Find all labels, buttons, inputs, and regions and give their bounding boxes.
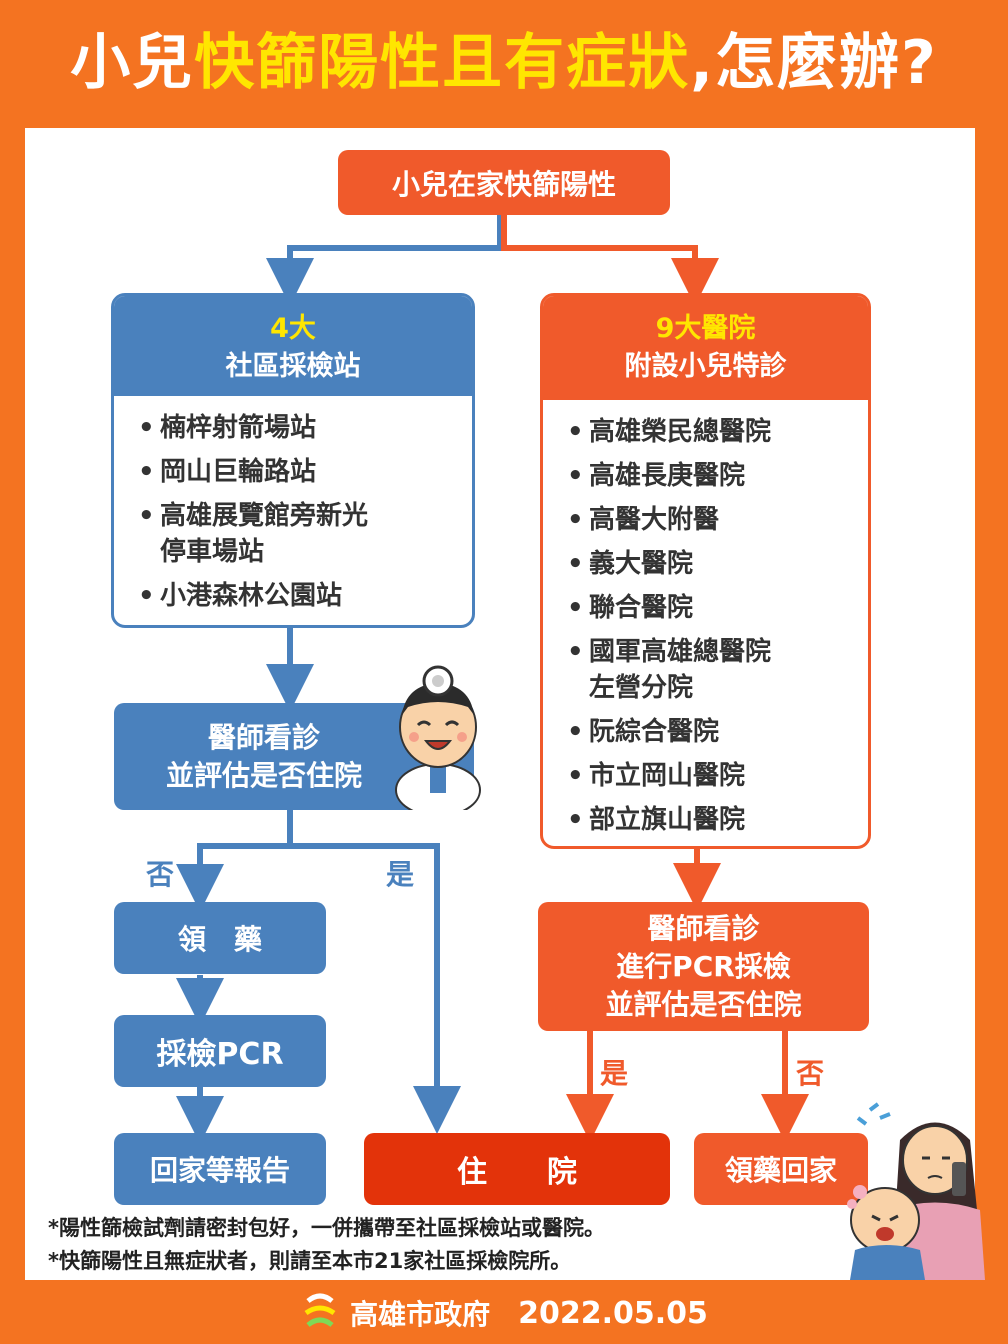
station-item: 楠梓射箭場站 — [138, 410, 462, 446]
connector-start-left — [266, 214, 503, 306]
hospitals-card: 9大醫院 附設小兒特診 高雄榮民總醫院高雄長庚醫院高醫大附醫義大醫院聯合醫院國軍… — [540, 293, 871, 849]
station-item: 高雄展覽館旁新光 停車場站 — [138, 498, 462, 570]
hospitals-count: 9大醫院 — [655, 313, 756, 344]
hospitals-header: 9大醫院 附設小兒特診 — [543, 296, 868, 400]
hospital-item: 高醫大附醫 — [567, 502, 858, 538]
title-part1: 小兒 — [70, 28, 195, 98]
hospitals-title: 附設小兒特診 — [624, 351, 787, 382]
mother-child-illustration — [847, 1102, 985, 1280]
hospitalize-label: 住 院 — [457, 1155, 577, 1190]
label-no-right: 否 — [796, 1057, 825, 1090]
stations-count: 4大 — [270, 313, 316, 344]
page-title: 小兒快篩陽性且有症狀,怎麼辦? — [0, 14, 1008, 101]
med-home-label: 領藥回家 — [724, 1154, 837, 1187]
title-highlight: 快篩陽性且有症狀 — [194, 28, 691, 98]
label-yes-left: 是 — [386, 858, 415, 891]
doctor-pcr-line3: 並評估是否住院 — [605, 987, 802, 1021]
connector-doctor-yes — [290, 843, 461, 1134]
start-box: 小兒在家快篩陽性 — [338, 150, 670, 215]
pcr-label: 採檢PCR — [156, 1037, 284, 1072]
medicine-label: 領 藥 — [177, 923, 262, 956]
connector-start-right — [501, 214, 719, 306]
report-label: 回家等報告 — [149, 1154, 290, 1187]
station-item: 岡山巨輪路站 — [138, 454, 462, 490]
footnote-2: *快篩陽性且無症狀者，則請至本市21家社區採檢院所。 — [48, 1249, 572, 1273]
hospitals-list: 高雄榮民總醫院高雄長庚醫院高醫大附醫義大醫院聯合醫院國軍高雄總醫院 左營分院阮綜… — [543, 400, 868, 838]
hospital-item: 聯合醫院 — [567, 590, 858, 626]
doctor-assess-line2: 並評估是否住院 — [165, 758, 362, 792]
stations-list: 楠梓射箭場站岡山巨輪路站高雄展覽館旁新光 停車場站小港森林公園站 — [114, 396, 472, 614]
doctor-assess-line1: 醫師看診 — [207, 720, 320, 754]
doctor-pcr-box: 醫師看診 進行PCR採檢 並評估是否住院 — [538, 902, 869, 1031]
stations-card: 4大 社區採檢站 楠梓射箭場站岡山巨輪路站高雄展覽館旁新光 停車場站小港森林公園… — [111, 293, 475, 628]
hospital-item: 市立岡山醫院 — [567, 758, 858, 794]
start-label: 小兒在家快篩陽性 — [391, 167, 616, 201]
label-yes-right: 是 — [600, 1057, 629, 1090]
hospital-item: 高雄長庚醫院 — [567, 458, 858, 494]
med-home-box: 領藥回家 — [694, 1133, 868, 1205]
doctor-illustration — [395, 665, 481, 810]
footnotes: *陽性篩檢試劑請密封包好，一併攜帶至社區採檢站或醫院。 *快篩陽性且無症狀者，則… — [48, 1212, 605, 1278]
hospital-item: 部立旗山醫院 — [567, 802, 858, 838]
hospital-item: 義大醫院 — [567, 546, 858, 582]
label-no-left: 否 — [146, 858, 175, 891]
report-box: 回家等報告 — [114, 1133, 326, 1205]
hospitalize-box: 住 院 — [364, 1133, 670, 1205]
stations-header: 4大 社區採檢站 — [114, 296, 472, 396]
footnote-1: *陽性篩檢試劑請密封包好，一併攜帶至社區採檢站或醫院。 — [48, 1216, 605, 1240]
station-item: 小港森林公園站 — [138, 578, 462, 614]
doctor-pcr-line2: 進行PCR採檢 — [616, 949, 791, 983]
stations-title: 社區採檢站 — [225, 351, 361, 382]
pcr-box: 採檢PCR — [114, 1015, 326, 1087]
kaohsiung-logo-icon — [304, 1293, 336, 1328]
footer-org: 高雄市政府 — [350, 1298, 491, 1331]
footer-date: 2022.05.05 — [518, 1295, 708, 1331]
medicine-box: 領 藥 — [114, 902, 326, 974]
connector-doctor-no — [176, 810, 293, 912]
doctor-pcr-line1: 醫師看診 — [647, 911, 760, 945]
hospital-item: 阮綜合醫院 — [567, 714, 858, 750]
footer: 高雄市政府 2022.05.05 — [0, 1282, 1008, 1344]
hospital-item: 高雄榮民總醫院 — [567, 414, 858, 450]
title-part2: ,怎麼辦? — [690, 28, 938, 98]
hospital-item: 國軍高雄總醫院 左營分院 — [567, 634, 858, 706]
